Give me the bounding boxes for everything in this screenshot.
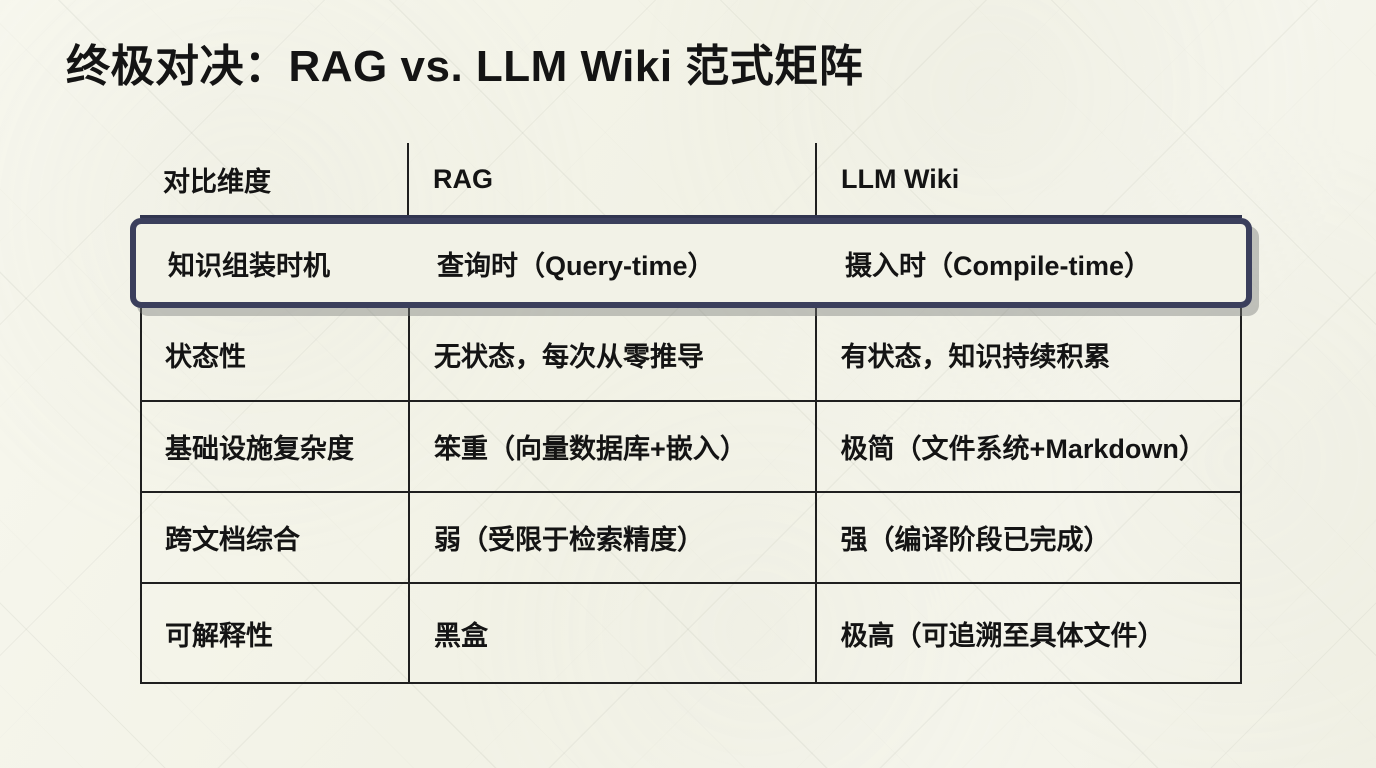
table-row-highlighted[interactable]: 知识组装时机 查询时（Query-time） 摄入时（Compile-time） <box>130 218 1252 308</box>
cell-rag: 查询时（Query-time） <box>437 250 715 281</box>
cell-rag: 黑盒 <box>408 584 815 682</box>
table-row: 状态性 无状态，每次从零推导 有状态，知识持续积累 <box>140 308 1242 402</box>
table-header-row: 对比维度 RAG LLM Wiki <box>140 143 1242 218</box>
cell-llm-wiki: 有状态，知识持续积累 <box>814 308 1240 400</box>
table-row: 跨文档综合 弱（受限于检索精度） 强（编译阶段已完成） <box>140 493 1242 584</box>
cell-llm-wiki: 极简（文件系统+Markdown） <box>814 402 1240 491</box>
cell-dimension: 跨文档综合 <box>165 525 300 555</box>
table-row: 基础设施复杂度 笨重（向量数据库+嵌入） 极简（文件系统+Markdown） <box>140 402 1242 493</box>
cell-dimension: 可解释性 <box>165 620 273 651</box>
column-header-rag: RAG <box>407 143 815 215</box>
column-header-dimension: 对比维度 <box>163 166 271 197</box>
cell-rag: 弱（受限于检索精度） <box>408 493 815 582</box>
cell-llm-wiki: 极高（可追溯至具体文件） <box>814 584 1240 682</box>
column-header-llm-wiki: LLM Wiki <box>815 143 1242 215</box>
page-title: 终极对决：RAG vs. LLM Wiki 范式矩阵 <box>66 42 864 91</box>
cell-rag: 无状态，每次从零推导 <box>408 308 815 400</box>
cell-dimension: 基础设施复杂度 <box>165 434 354 464</box>
cell-dimension: 状态性 <box>165 341 246 372</box>
cell-dimension: 知识组装时机 <box>168 250 330 281</box>
cell-rag: 笨重（向量数据库+嵌入） <box>408 402 815 491</box>
cell-llm-wiki: 强（编译阶段已完成） <box>814 493 1240 582</box>
table-row: 可解释性 黑盒 极高（可追溯至具体文件） <box>140 584 1242 684</box>
cell-llm-wiki: 摄入时（Compile-time） <box>845 250 1152 281</box>
comparison-matrix-table: 对比维度 RAG LLM Wiki 知识组装时机 查询时（Query-time）… <box>130 143 1252 684</box>
